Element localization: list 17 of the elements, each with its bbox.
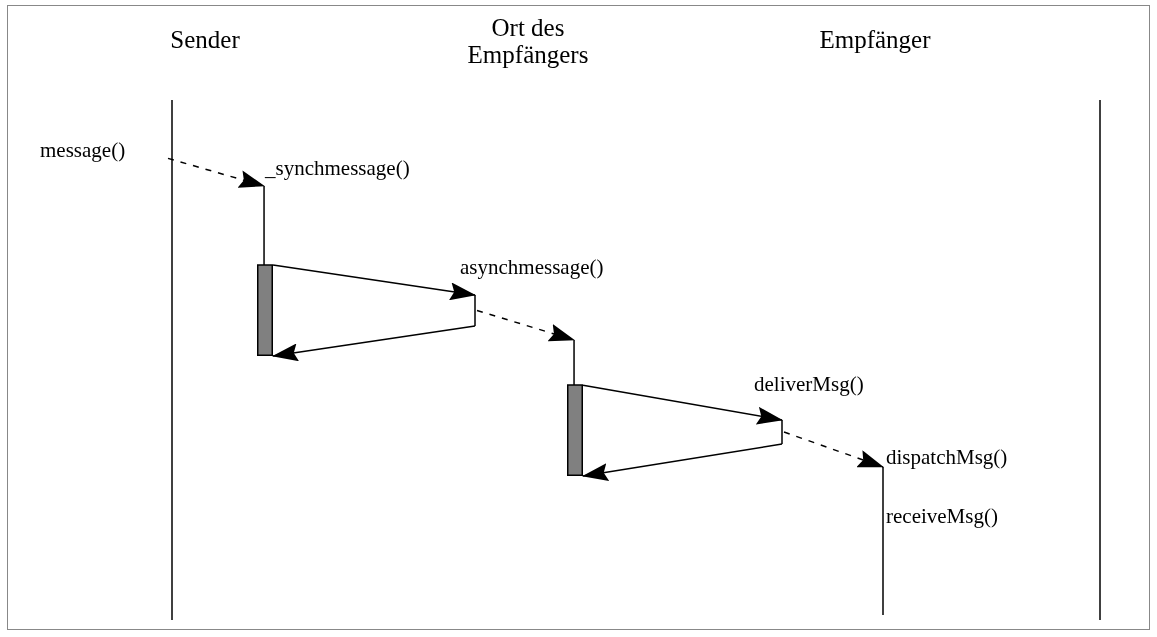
message-label: dispatchMsg()	[886, 445, 1008, 469]
arrow	[272, 325, 476, 362]
activation-bar	[567, 340, 583, 476]
dashed-arrow	[167, 157, 265, 188]
arrow	[582, 443, 783, 481]
message-label: _synchmessage()	[265, 156, 410, 180]
message-label: message()	[40, 138, 168, 162]
column-heading: Empfänger	[818, 26, 932, 53]
message-label: deliverMsg()	[754, 372, 864, 396]
column-heading: Ort des Empfängers	[466, 14, 590, 68]
arrow	[272, 264, 476, 301]
message-label: asynchmessage()	[460, 255, 604, 279]
arrow	[582, 384, 783, 425]
dashed-arrow	[783, 431, 884, 468]
dashed-arrow	[476, 309, 575, 342]
column-heading: Sender	[169, 26, 241, 53]
message-label: receiveMsg()	[886, 504, 998, 528]
